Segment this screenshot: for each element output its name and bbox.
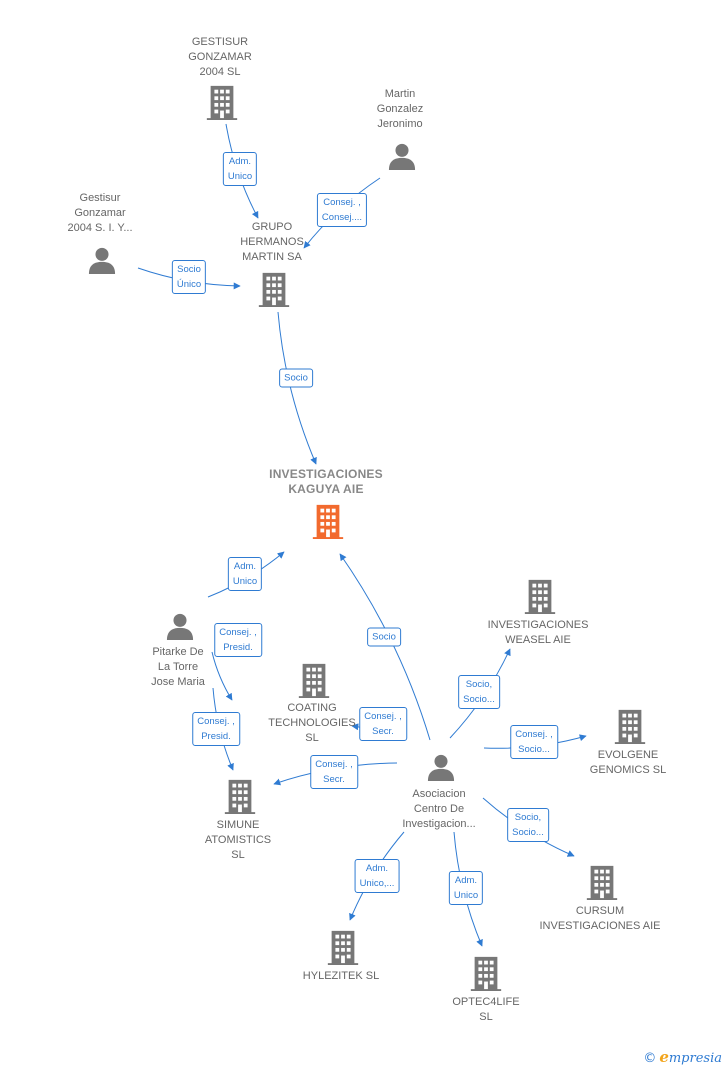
node-label-grupo_hermanos[interactable]: GRUPO HERMANOS MARTIN SA — [240, 221, 304, 263]
node-label-gestisur_gonzamar_sl[interactable]: GESTISUR GONZAMAR 2004 SL — [188, 36, 252, 78]
brand-name: mpresia — [668, 1051, 722, 1066]
building-icon-weasel[interactable] — [524, 579, 556, 614]
icons-layer — [88, 85, 646, 991]
relation-label-asociacion-simune[interactable]: Consej. , Secr. — [310, 755, 358, 789]
building-icon-hylezitek[interactable] — [327, 930, 359, 965]
node-label-martin_gonzalez[interactable]: Martin Gonzalez Jeronimo — [376, 88, 424, 130]
node-label-coating[interactable]: COATING TECHNOLOGIES SL — [268, 702, 356, 744]
relation-label-pitarke-simune[interactable]: Consej. , Presid. — [192, 712, 240, 746]
node-label-cursum[interactable]: CURSUM INVESTIGACIONES AIE — [539, 905, 661, 932]
relation-label-asociacion-hylezitek[interactable]: Adm. Unico,... — [354, 859, 400, 893]
relation-label-martin_gonzalez-grupo_hermanos[interactable]: Consej. , Consej.... — [316, 193, 368, 227]
relation-label-asociacion-kaguya[interactable]: Socio — [367, 627, 401, 647]
person-icon-martin_gonzalez[interactable] — [388, 143, 416, 170]
node-label-kaguya[interactable]: INVESTIGACIONES KAGUYA AIE — [269, 467, 383, 496]
relation-label-grupo_hermanos-kaguya[interactable]: Socio — [279, 368, 313, 388]
building-icon-grupo_hermanos[interactable] — [258, 272, 290, 307]
node-label-optec4life[interactable]: OPTEC4LIFE SL — [452, 996, 520, 1023]
relation-label-gestisur_person-grupo_hermanos[interactable]: Socio Único — [171, 260, 207, 294]
empresia-watermark: ©empresia — [643, 1048, 722, 1066]
relation-label-asociacion-cursum[interactable]: Socio, Socio... — [507, 808, 549, 842]
edge-pitarke-to-simune — [211, 651, 233, 701]
relation-label-pitarke-kaguya[interactable]: Adm. Unico — [227, 557, 263, 591]
building-icon-optec4life[interactable] — [470, 956, 502, 991]
edge-grupo_hermanos-to-kaguya — [277, 311, 317, 465]
node-label-weasel[interactable]: INVESTIGACIONES WEASEL AIE — [487, 619, 589, 646]
relation-label-asociacion-evolgene[interactable]: Consej. , Socio... — [510, 725, 558, 759]
building-icon-coating[interactable] — [298, 663, 330, 698]
brand-initial: e — [659, 1048, 669, 1066]
person-icon-pitarke[interactable] — [166, 613, 194, 640]
building-icon-simune[interactable] — [224, 779, 256, 814]
building-icon-gestisur_gonzamar_sl[interactable] — [206, 85, 238, 120]
relation-label-pitarke-simune[interactable]: Consej. , Presid. — [214, 623, 262, 657]
relation-label-asociacion-optec4life[interactable]: Adm. Unico — [448, 871, 484, 905]
relation-label-gestisur_gonzamar_sl-grupo_hermanos[interactable]: Adm. Unico — [222, 152, 258, 186]
building-icon-cursum[interactable] — [586, 865, 618, 900]
node-label-pitarke[interactable]: Pitarke De La Torre Jose Maria — [151, 646, 205, 688]
copyright-symbol: © — [643, 1051, 657, 1066]
relation-label-asociacion-coating[interactable]: Consej. , Secr. — [359, 707, 407, 741]
node-label-hylezitek[interactable]: HYLEZITEK SL — [302, 970, 380, 982]
node-label-evolgene[interactable]: EVOLGENE GENOMICS SL — [589, 749, 667, 776]
node-label-simune[interactable]: SIMUNE ATOMISTICS SL — [204, 819, 272, 861]
person-icon-asociacion[interactable] — [427, 754, 455, 781]
person-icon-gestisur_person[interactable] — [88, 247, 116, 274]
node-label-asociacion[interactable]: Asociacion Centro De Investigacion... — [402, 788, 476, 830]
building-icon-kaguya[interactable] — [312, 504, 344, 539]
relation-label-asociacion-weasel[interactable]: Socio, Socio... — [458, 675, 500, 709]
node-label-gestisur_person[interactable]: Gestisur Gonzamar 2004 S. I. Y... — [67, 192, 133, 234]
building-icon-evolgene[interactable] — [614, 709, 646, 744]
